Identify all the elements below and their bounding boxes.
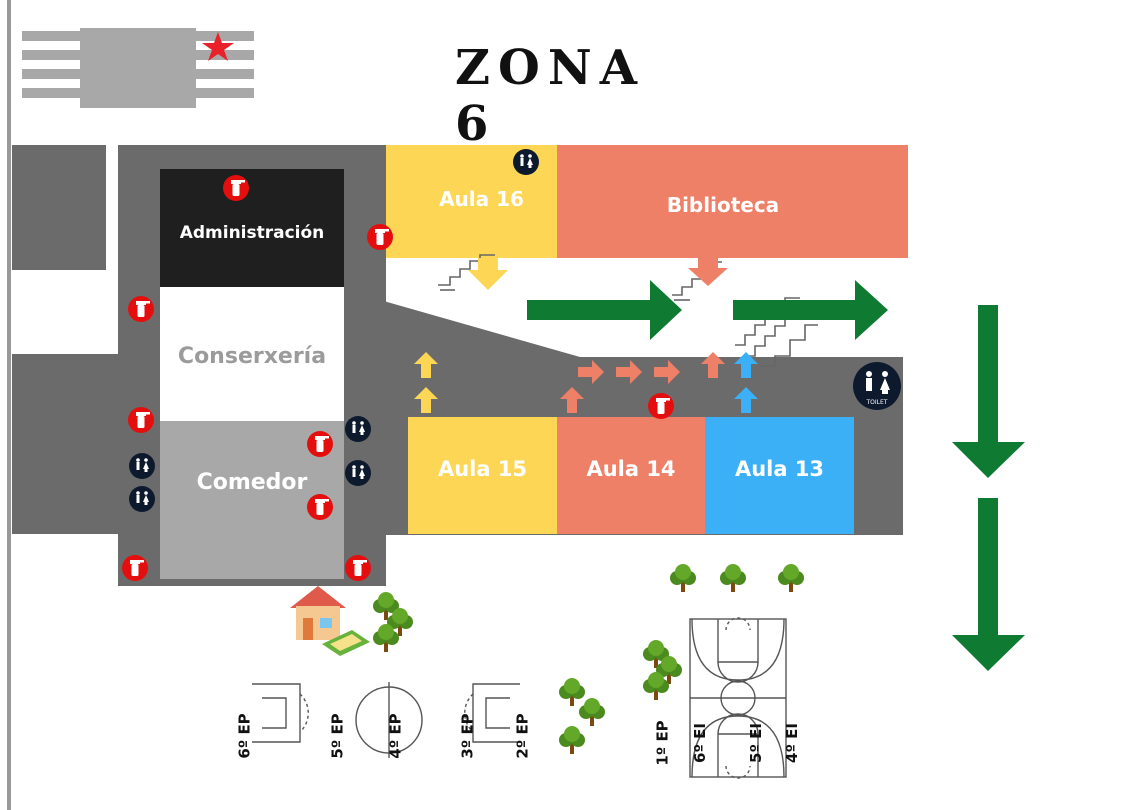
room-aula15 — [408, 417, 557, 534]
arrow-icon-right — [578, 360, 604, 384]
tree-icon — [579, 698, 605, 726]
arrow-icon-up — [701, 352, 725, 378]
room-conserjeria — [160, 287, 344, 421]
svg-text:TOILET: TOILET — [866, 399, 888, 406]
fire-extinguisher-icon — [345, 555, 371, 581]
toilet-icon — [345, 460, 371, 486]
pitch-center-circle — [355, 682, 423, 758]
room-aula13 — [705, 417, 854, 534]
pitch-label-6-ei: 6º EI — [690, 723, 709, 763]
room-label-aula14: Aula 14 — [586, 457, 676, 481]
pitch-label-5-ei: 5º EI — [746, 723, 765, 763]
fire-extinguisher-icon — [128, 296, 154, 322]
pitch-label-4-ep: 4º EP — [386, 713, 405, 759]
pitch-label-6-ep: 6º EP — [235, 713, 254, 759]
fire-extinguisher-icon — [648, 393, 674, 419]
arrow-icon-up — [414, 352, 438, 378]
fire-extinguisher-icon — [367, 224, 393, 250]
house-icon — [290, 586, 346, 640]
fire-extinguisher-icon — [223, 175, 249, 201]
arrow-icon-green-right — [733, 280, 888, 340]
toilet-icon — [345, 416, 371, 442]
pitch-label-2-ep: 2º EP — [513, 713, 532, 759]
tree-icon — [559, 726, 585, 754]
tree-icon — [720, 564, 746, 592]
toilet-icon — [129, 486, 155, 512]
fire-extinguisher-icon — [307, 431, 333, 457]
page-left-border — [7, 0, 11, 810]
tree-icon — [778, 564, 804, 592]
room-aula14 — [557, 417, 705, 534]
arrow-icon-aula16-down — [468, 258, 508, 290]
tree-icon — [670, 564, 696, 592]
arrow-icon-right — [654, 360, 680, 384]
arrow-icon-right — [616, 360, 642, 384]
arrow-icon-green-down — [952, 498, 1025, 671]
pitch-label-1-ep: 1º EP — [653, 720, 672, 766]
sandbox-icon — [322, 630, 370, 656]
pitch-label-3-ep: 3º EP — [458, 713, 477, 759]
pitch-label-4-ei: 4º EI — [782, 723, 801, 763]
zone-title: ZONA 6 — [455, 40, 645, 152]
arrow-icon-up — [414, 387, 438, 413]
room-label-administracion: Administración — [179, 223, 325, 243]
room-label-biblioteca: Biblioteca — [666, 193, 780, 217]
toilet-icon — [513, 149, 539, 175]
tree-icon — [559, 678, 585, 706]
toilet-icon: TOILET — [853, 362, 901, 410]
arrow-icon-up — [560, 387, 584, 413]
flag-icon — [22, 28, 254, 108]
fire-extinguisher-icon — [122, 555, 148, 581]
room-label-conserjeria: Conserxería — [177, 344, 327, 369]
fire-extinguisher-icon — [307, 494, 333, 520]
room-biblioteca — [557, 145, 908, 258]
arrow-icon-green-right — [527, 280, 682, 340]
arrow-icon-biblioteca-down — [688, 258, 728, 286]
pitch-football-left — [252, 683, 309, 743]
room-administracion — [160, 169, 344, 287]
basketball-court — [689, 617, 787, 779]
pitch-label-5-ep: 5º EP — [328, 713, 347, 759]
pitch-football-right — [464, 683, 520, 743]
toilet-icon — [129, 453, 155, 479]
corridor-left-top — [12, 145, 106, 270]
corridor-left-bottom — [12, 354, 122, 534]
arrow-icon-up — [734, 387, 758, 413]
fire-extinguisher-icon — [128, 407, 154, 433]
room-label-comedor: Comedor — [196, 470, 308, 495]
arrow-icon-green-down — [952, 305, 1025, 478]
room-label-aula13: Aula 13 — [734, 457, 825, 481]
room-label-aula16: Aula 16 — [439, 187, 524, 211]
room-label-aula15: Aula 15 — [437, 457, 528, 481]
